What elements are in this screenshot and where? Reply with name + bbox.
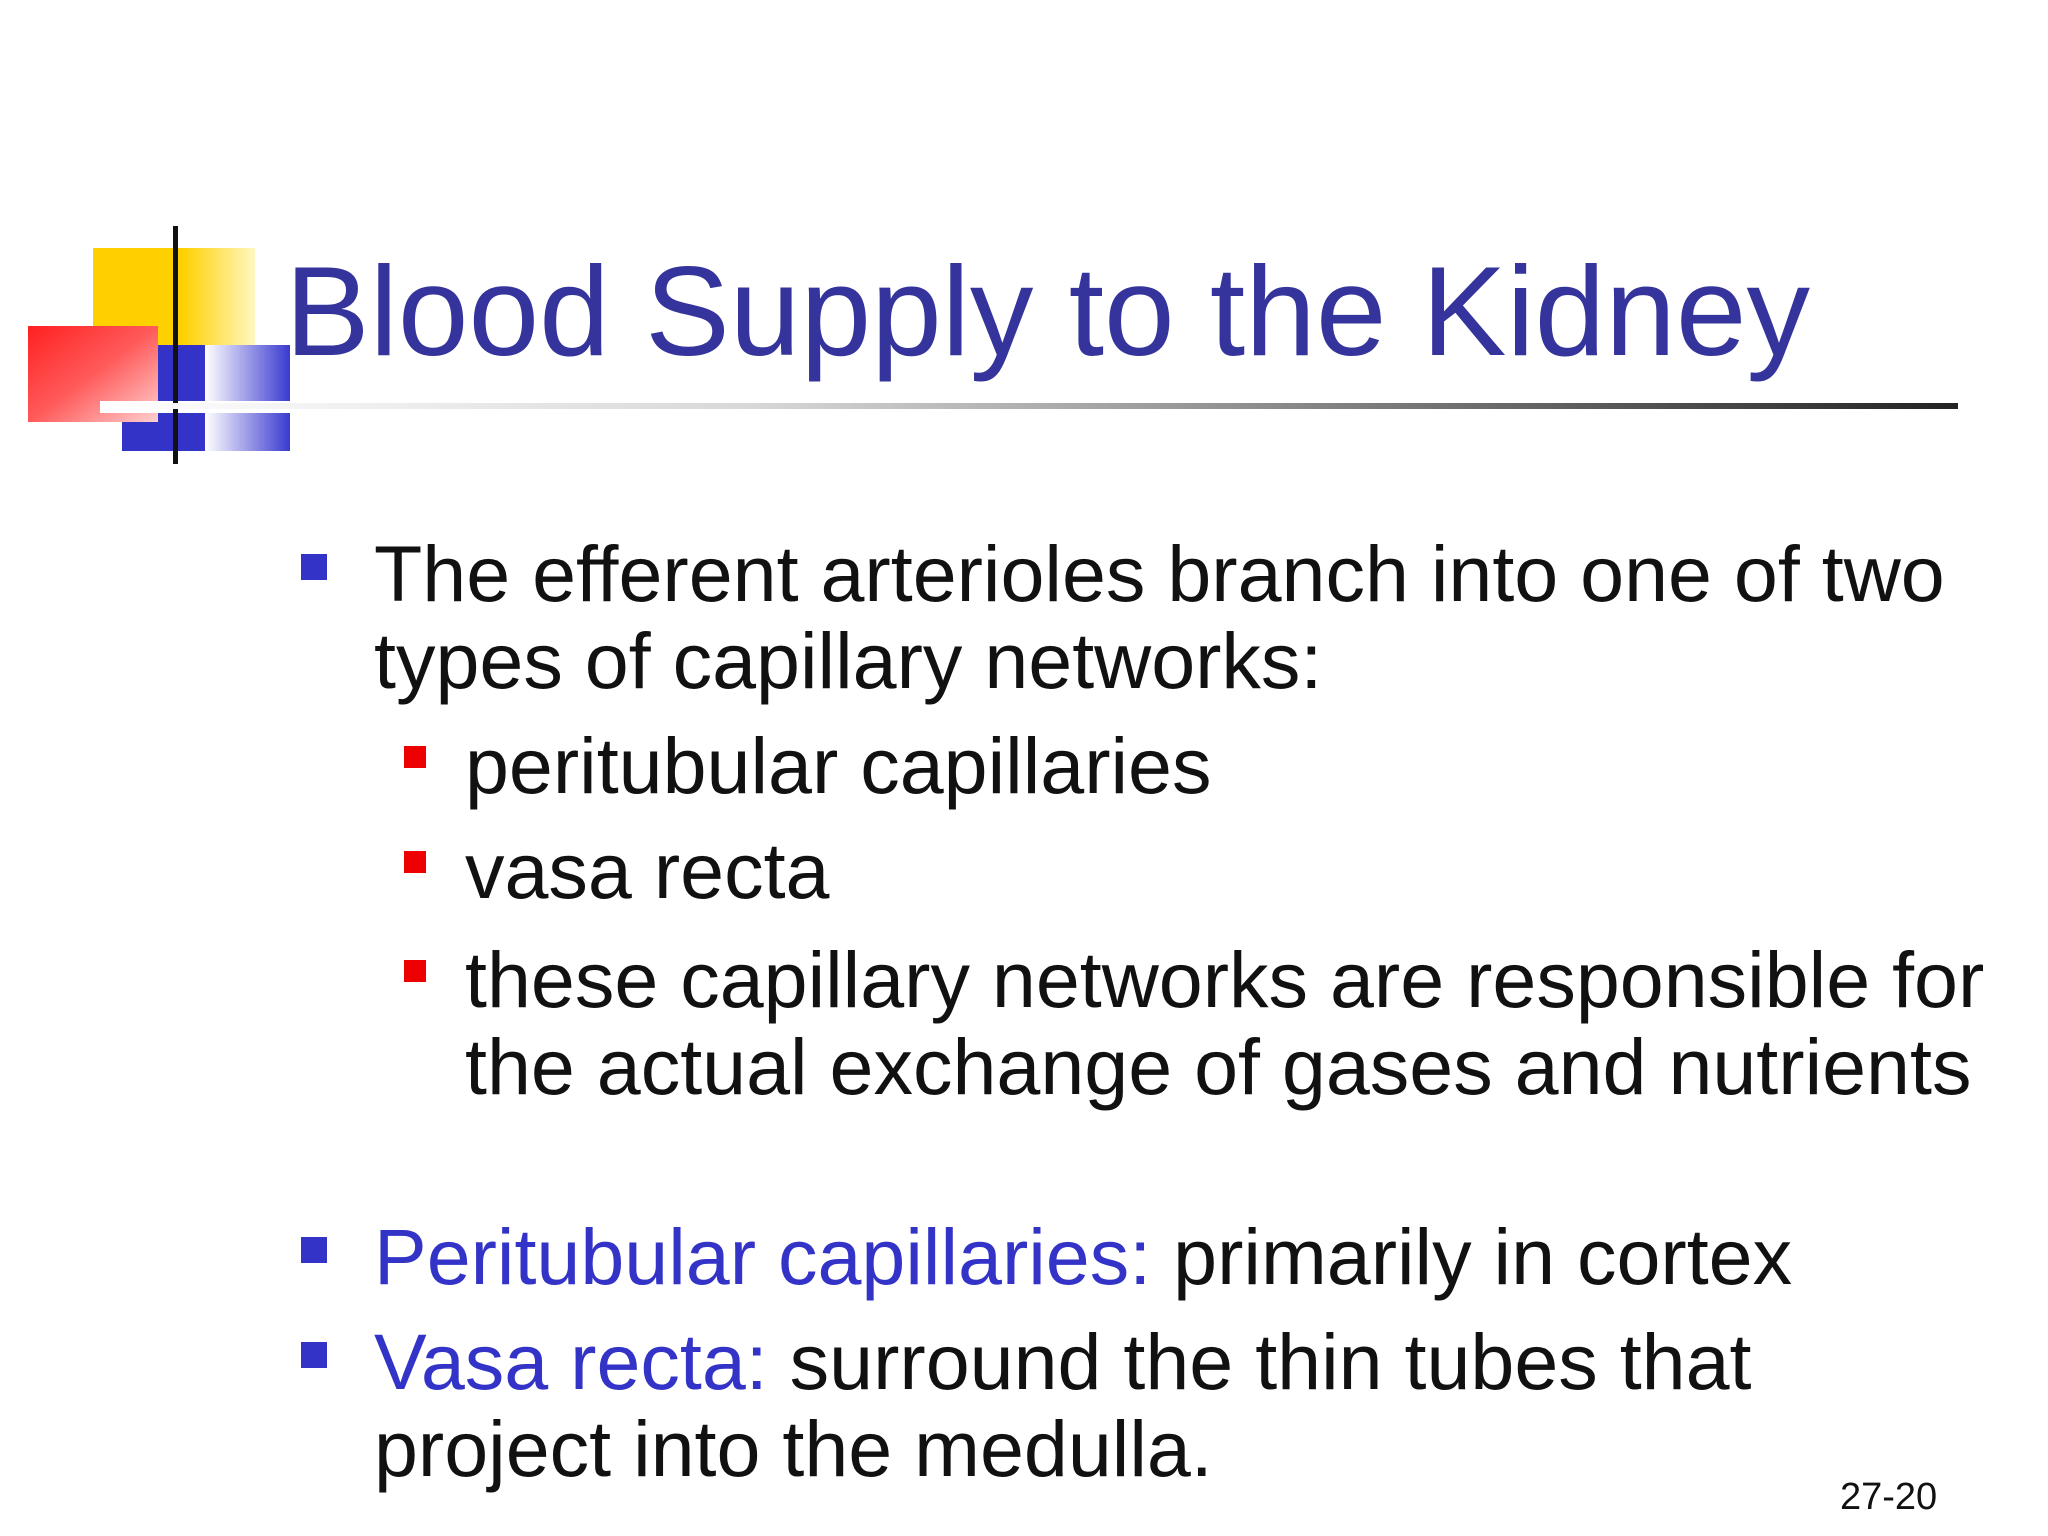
bullet-text: primarily in cortex (1151, 1212, 1793, 1301)
sub-bullet-item: peritubular capillaries (404, 721, 1965, 810)
slide-title: Blood Supply to the Kidney (285, 240, 1811, 382)
bullet-term: Peritubular capillaries: (374, 1212, 1152, 1301)
red-square-bullet-icon (404, 746, 426, 768)
bullet-text: peritubular capillaries (465, 721, 1212, 810)
blue-square-bullet-icon (301, 1237, 327, 1263)
title-underline (100, 403, 1958, 409)
bullet-text: surround the thin tubes that project int… (374, 1317, 1752, 1493)
sub-bullet-item: vasa recta (404, 826, 1965, 915)
bullet-text: vasa recta (465, 826, 830, 915)
bullet-item: Peritubular capillaries: primarily in co… (301, 1212, 1994, 1301)
bullet-text: these capillary networks are responsible… (465, 935, 1985, 1111)
red-square-bullet-icon (404, 960, 426, 982)
red-square-bullet-icon (404, 851, 426, 873)
blue-square-bullet-icon (301, 554, 327, 580)
sub-bullet-item: these capillary networks are responsible… (404, 935, 1985, 1111)
slide-number: 27-20 (1840, 1476, 1938, 1518)
blue-fade-square (205, 345, 290, 451)
bullet-item: The efferent arterioles branch into one … (301, 529, 1994, 705)
bullet-text: The efferent arterioles branch into one … (374, 529, 1945, 705)
blue-square-bullet-icon (301, 1342, 327, 1368)
bullet-term: Vasa recta: (374, 1317, 768, 1406)
vertical-line (173, 226, 178, 464)
bullet-item: Vasa recta: surround the thin tubes that… (301, 1317, 1874, 1493)
